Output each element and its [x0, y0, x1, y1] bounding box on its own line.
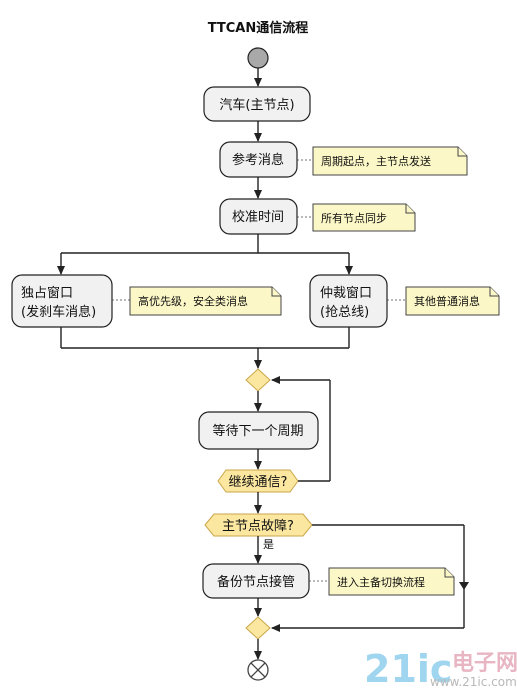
node-car-label: 汽车(主节点) [219, 97, 294, 113]
node-exclusive [11, 274, 113, 328]
note-backup-fold [444, 568, 454, 578]
note-calibrate-fold [405, 204, 415, 214]
note-calibrate [312, 203, 416, 232]
decision-fault-label: 主节点故障? [222, 519, 294, 534]
note-arbitration-fold [489, 287, 499, 297]
note-exclusive-text: 高优先级，安全类消息 [138, 294, 248, 308]
note-backup [328, 567, 455, 596]
node-arbitration-line2: (抢总线) [320, 304, 369, 320]
note-exclusive [129, 286, 282, 316]
start-node [247, 47, 269, 69]
note-backup-text: 进入主备切换流程 [337, 575, 425, 589]
note-calibrate-text: 所有节点同步 [321, 211, 387, 225]
merge-diamond-loop [245, 368, 271, 392]
note-arbitration [405, 286, 500, 316]
node-exclusive-line1: 独占窗口 [21, 285, 73, 301]
watermark-brand: 电子网 [452, 651, 517, 676]
node-ref-msg-label: 参考消息 [232, 152, 284, 168]
node-backup-label: 备份节点接管 [217, 574, 295, 590]
note-exclusive-fold [271, 287, 281, 297]
merge-diamond-end [245, 616, 271, 640]
node-car [203, 86, 311, 122]
edge-fault-yes-label: 是 [263, 538, 274, 551]
note-ref-msg [312, 146, 468, 176]
watermark-logo: 21ic 电子网 www.21ic.com [364, 647, 517, 691]
edge-fault-no-arrow [459, 582, 469, 590]
note-ref-msg-text: 周期起点，主节点发送 [321, 154, 431, 168]
node-wait-label: 等待下一个周期 [212, 423, 303, 439]
watermark-url: www.21ic.com [430, 675, 517, 689]
node-exclusive-line2: (发刹车消息) [21, 304, 96, 320]
watermark-21ic: 21ic [364, 647, 452, 691]
end-node [247, 659, 269, 681]
node-calibrate-label: 校准时间 [232, 209, 284, 225]
note-ref-msg-fold [457, 147, 467, 157]
node-arbitration-line1: 仲裁窗口 [320, 285, 372, 301]
note-arbitration-text: 其他普通消息 [414, 294, 480, 308]
diagram-title: TTCAN通信流程 [208, 20, 309, 36]
decision-continue-label: 继续通信? [229, 475, 288, 490]
